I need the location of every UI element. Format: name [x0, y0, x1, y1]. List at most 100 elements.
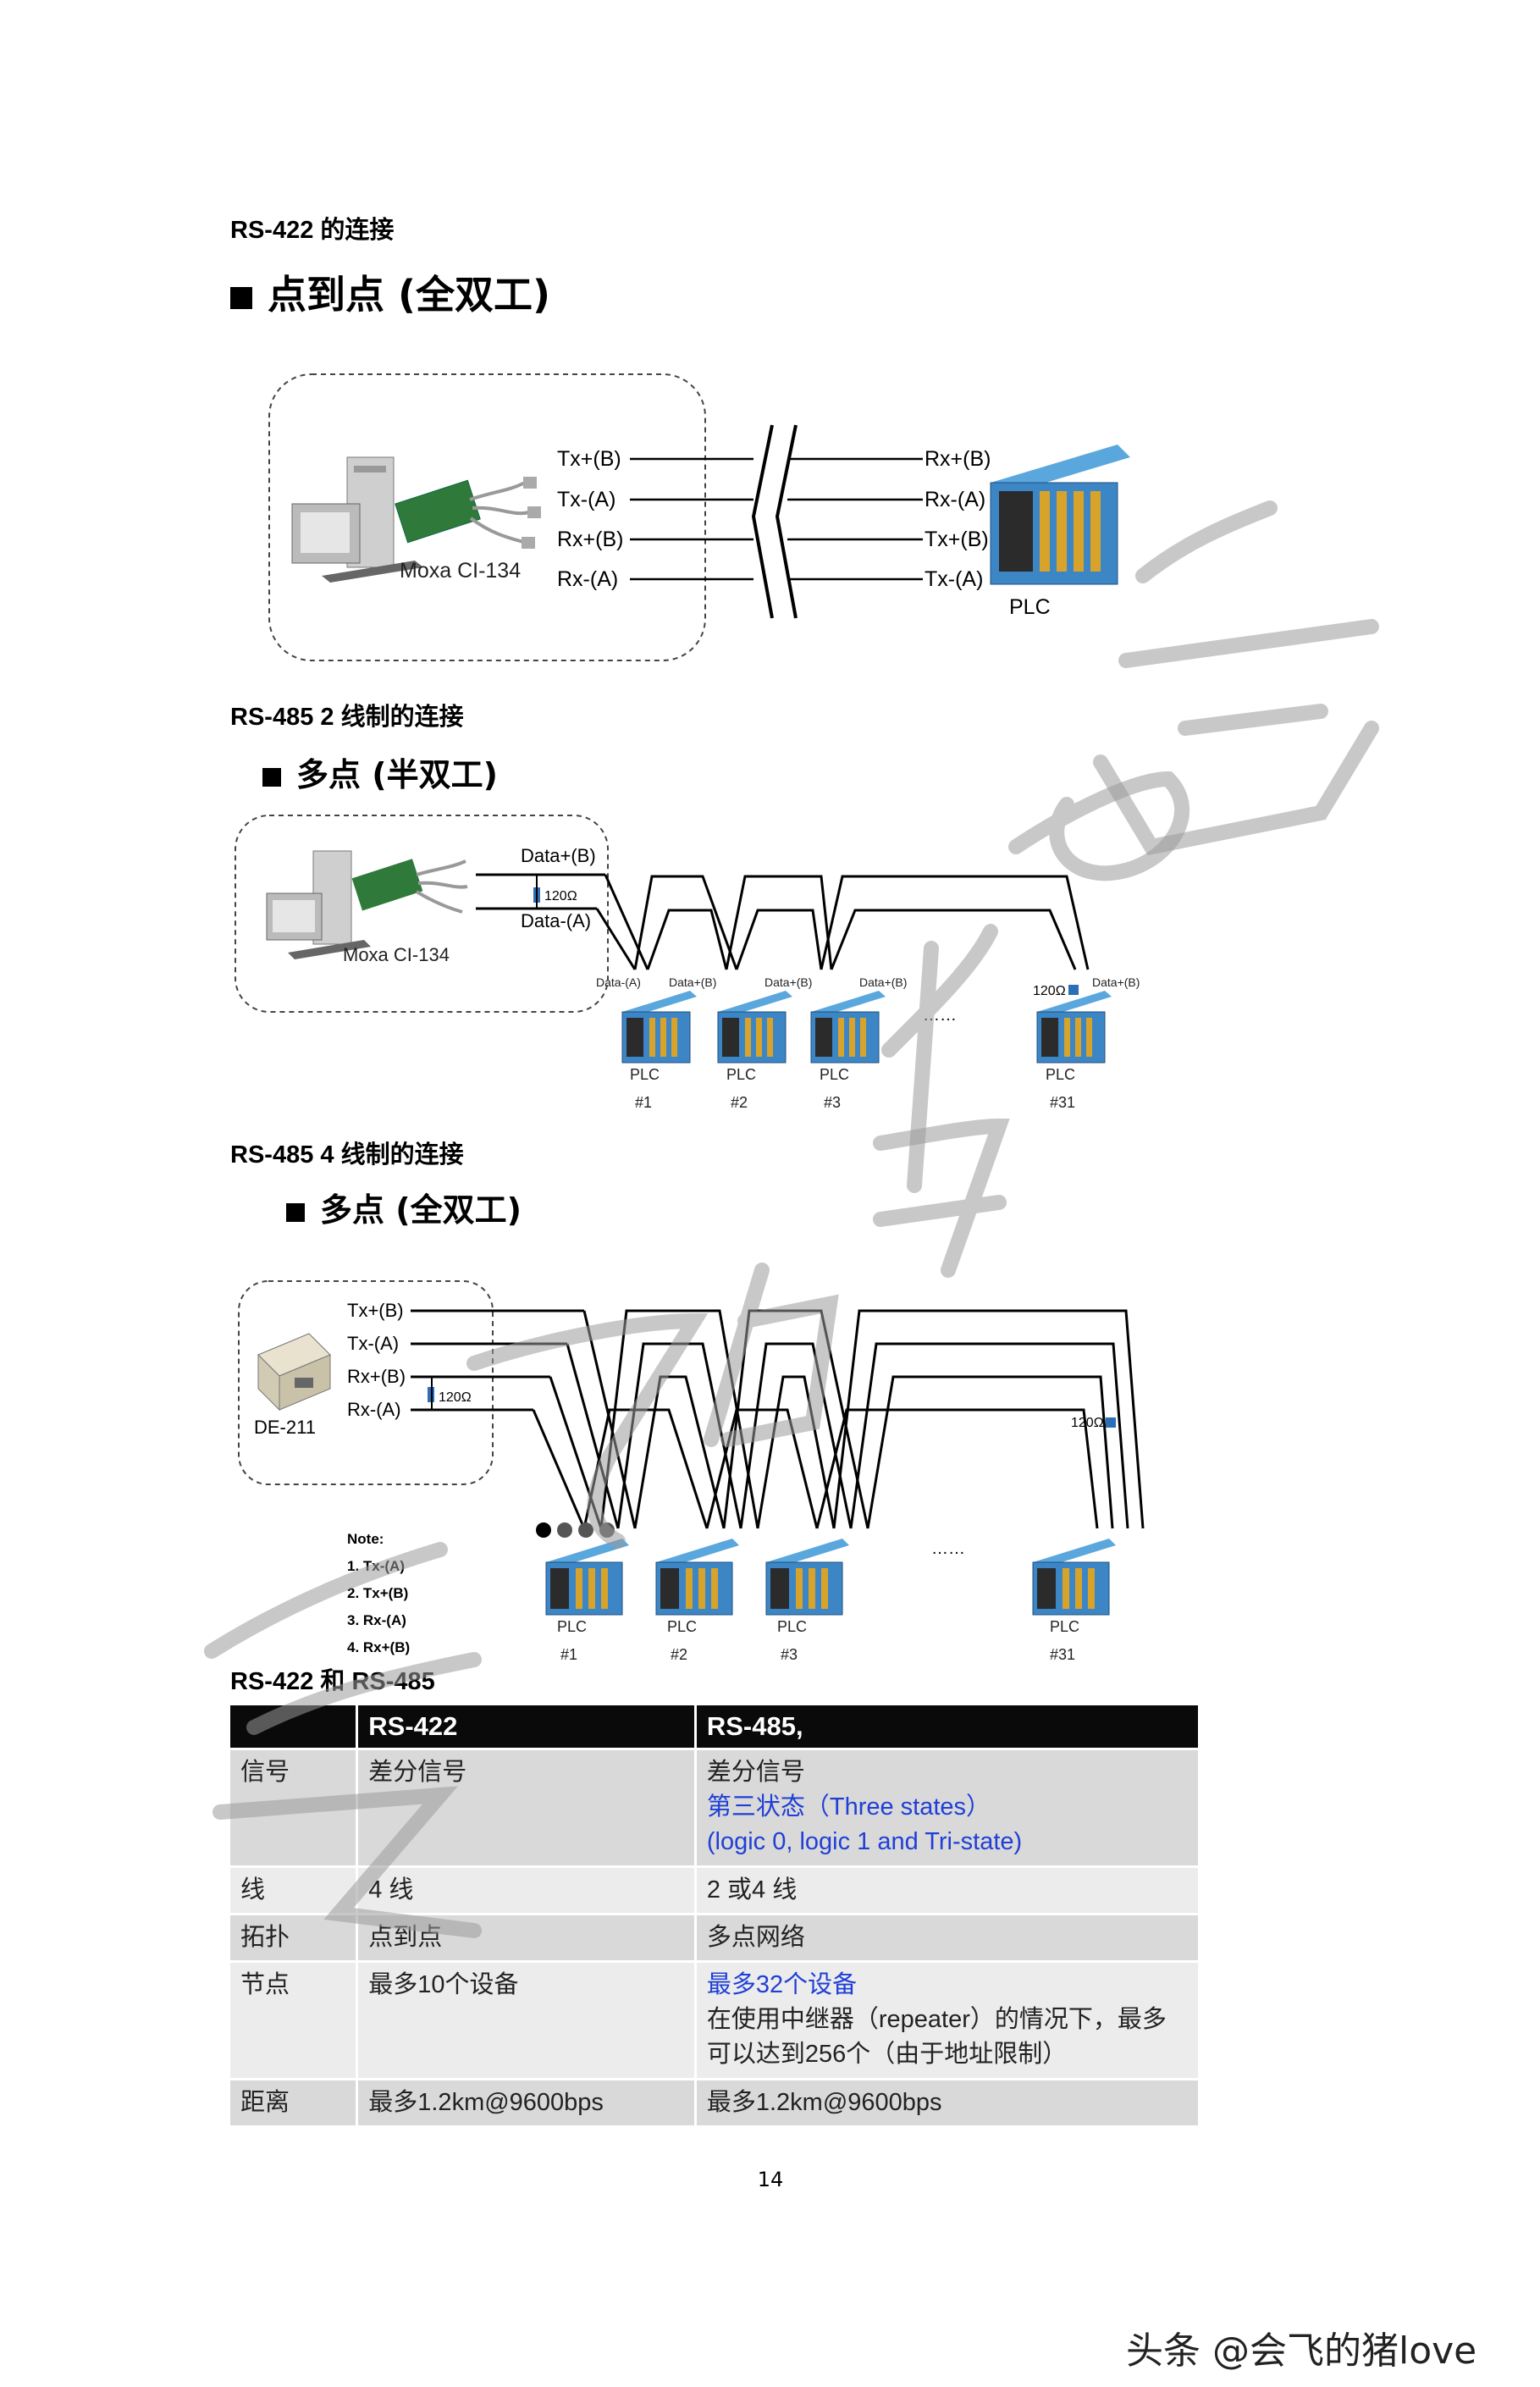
- d3-note-2: 2. Tx+(B): [347, 1585, 408, 1601]
- d2-resistor-label: 120Ω: [544, 889, 577, 903]
- serial-card-icon: [351, 859, 468, 914]
- d1-left-label-3: Rx+(B): [557, 528, 623, 551]
- d3-node-2: #2: [671, 1646, 687, 1663]
- d3-note-title: Note:: [347, 1531, 384, 1547]
- d3-plc-label-3: PLC: [777, 1618, 807, 1635]
- rs485-4wire-diagram: DE-211 Tx+(B) Tx-(A) Rx+(B) Rx-(A) 120Ω …: [238, 1280, 1145, 1663]
- resistor-icon: [1106, 1417, 1116, 1428]
- table-row: 距离 最多1.2km@9600bps 最多1.2km@9600bps: [230, 2078, 1201, 2125]
- table-cell: 距离: [230, 2078, 359, 2125]
- resistor-icon: [1068, 985, 1079, 995]
- cell-line: 在使用中继器（repeater）的情况下，最多: [706, 2006, 1167, 2033]
- comparison-table: RS-422 RS-485, 信号 差分信号 差分信号 第三状态（Three s…: [230, 1705, 1201, 2125]
- d1-right-label-4: Tx-(A): [925, 567, 983, 591]
- d3-plc-label-2: PLC: [667, 1618, 697, 1635]
- d3-line-label-2: Tx-(A): [347, 1333, 399, 1354]
- cell-line: 可以达到256个（由于地址限制）: [706, 2041, 1068, 2068]
- plc-node-2: [717, 991, 792, 1064]
- table-cell: 2 或4 线: [695, 1865, 1201, 1915]
- d1-left-label-4: Rx-(A): [557, 567, 618, 591]
- table-cell: 点到点: [356, 1913, 697, 1962]
- plc-node-2: [655, 1539, 739, 1616]
- table-row: 信号 差分信号 差分信号 第三状态（Three states） (logic 0…: [230, 1748, 1201, 1867]
- rs422-subheading: 点到点 (全双工): [230, 264, 550, 320]
- rs422-diagram: Moxa CI-134 Tx+(B) Tx-(A) Rx+(B) Rx-(A) …: [268, 373, 1130, 661]
- cell-line: 第三状态（Three states）: [706, 1793, 991, 1821]
- serial-card-icon: [395, 477, 541, 549]
- d2-plc-label-2: PLC: [726, 1066, 756, 1083]
- bullet-square-icon: [230, 286, 252, 309]
- rs485-4w-subheading-text: 多点 (全双工): [320, 1191, 522, 1229]
- rs485-2w-heading: RS-485 2 线制的连接: [230, 704, 464, 731]
- table-header-row: RS-422 RS-485,: [230, 1705, 1201, 1749]
- cell-line: (logic 0, logic 1 and Tri-state): [706, 1828, 1023, 1855]
- d3-ellipsis: ……: [931, 1539, 965, 1558]
- plc-node-31: [1032, 1539, 1116, 1616]
- d2-tap-label-1: Data-(A): [596, 975, 641, 989]
- d2-plc-label-3: PLC: [820, 1066, 849, 1083]
- d2-tap-label-3: Data+(B): [764, 975, 812, 989]
- d1-left-label-1: Tx+(B): [557, 447, 621, 471]
- d3-node-31: #31: [1050, 1646, 1075, 1663]
- computer-icon: [266, 850, 371, 959]
- d3-resistor-label: 120Ω: [439, 1390, 472, 1405]
- rs485-2wire-diagram: Moxa CI-134 Data+(B) Data-(A) 120Ω Data-…: [235, 815, 1140, 1111]
- d2-line-label-1: Data+(B): [521, 845, 596, 866]
- plc-node-1: [545, 1539, 629, 1616]
- d3-device-label: DE-211: [254, 1417, 316, 1438]
- table-row: 拓扑 点到点 多点网络: [230, 1913, 1201, 1962]
- table-cell: 信号: [230, 1748, 359, 1867]
- d2-plc-label-1: PLC: [630, 1066, 660, 1083]
- footer-credit: 头条 @会飞的猪love: [1126, 2329, 1477, 2373]
- rs485-2w-subheading-text: 多点 (半双工): [296, 756, 498, 793]
- table-cell: 差分信号 第三状态（Three states） (logic 0, logic …: [695, 1748, 1201, 1867]
- d3-end-resistor-label: 120Ω: [1071, 1416, 1104, 1430]
- table-cell: 拓扑: [230, 1913, 359, 1962]
- d2-line-label-2: Data-(A): [521, 910, 591, 931]
- table-cell: 最多10个设备: [356, 1960, 697, 2080]
- d1-right-label-3: Tx+(B): [925, 528, 989, 551]
- cell-line: 最多32个设备: [706, 1971, 858, 1998]
- d3-line-label-1: Tx+(B): [347, 1300, 404, 1321]
- rs422-heading: RS-422 的连接: [230, 217, 395, 244]
- d2-node-31: #31: [1050, 1094, 1075, 1111]
- table-header: RS-485,: [695, 1705, 1201, 1749]
- d2-tap-label-5: Data+(B): [1092, 975, 1140, 989]
- plc-icon: [990, 445, 1130, 585]
- d2-ellipsis: ……: [923, 1006, 957, 1025]
- d2-node-1: #1: [635, 1094, 652, 1111]
- table-cell: 最多32个设备 在使用中继器（repeater）的情况下，最多 可以达到256个…: [695, 1960, 1201, 2080]
- converter-device-icon: [257, 1333, 331, 1412]
- d1-plc-label: PLC: [1009, 595, 1051, 619]
- d3-line-label-3: Rx+(B): [347, 1366, 406, 1387]
- compare-heading: RS-422 和 RS-485: [230, 1668, 435, 1695]
- table-cell: 节点: [230, 1960, 359, 2080]
- table-cell: 4 线: [356, 1865, 697, 1915]
- plc-node-1: [621, 991, 697, 1064]
- rs485-2w-subheading: 多点 (半双工): [262, 749, 498, 795]
- rs485-4w-heading: RS-485 4 线制的连接: [230, 1141, 464, 1169]
- card-label: Moxa CI-134: [400, 559, 521, 583]
- rs485-4w-subheading: 多点 (全双工): [286, 1184, 522, 1230]
- table-header: [230, 1705, 359, 1749]
- d2-tap-label-2: Data+(B): [669, 975, 716, 989]
- connector-dots: [536, 1522, 615, 1538]
- table-cell: 最多1.2km@9600bps: [356, 2078, 697, 2125]
- plc-node-3: [765, 1539, 849, 1616]
- bullet-square-icon: [286, 1202, 305, 1222]
- d1-left-label-2: Tx-(A): [557, 488, 615, 511]
- d3-note-4: 4. Rx+(B): [347, 1639, 410, 1655]
- d3-plc-label-4: PLC: [1050, 1618, 1079, 1635]
- table-header: RS-422: [356, 1705, 697, 1749]
- d2-card-label: Moxa CI-134: [343, 944, 450, 965]
- computer-icon: [291, 456, 423, 583]
- page-number: 14: [757, 2168, 784, 2191]
- d2-end-resistor-label: 120Ω: [1033, 984, 1066, 998]
- table-row: 线 4 线 2 或4 线: [230, 1865, 1201, 1915]
- plc-node-31: [1036, 991, 1112, 1064]
- rs422-subheading-text: 点到点 (全双工): [268, 272, 551, 318]
- bullet-square-icon: [262, 767, 281, 787]
- table-cell: 差分信号: [356, 1748, 697, 1867]
- cell-line: 差分信号: [706, 1759, 805, 1786]
- d2-node-3: #3: [824, 1094, 841, 1111]
